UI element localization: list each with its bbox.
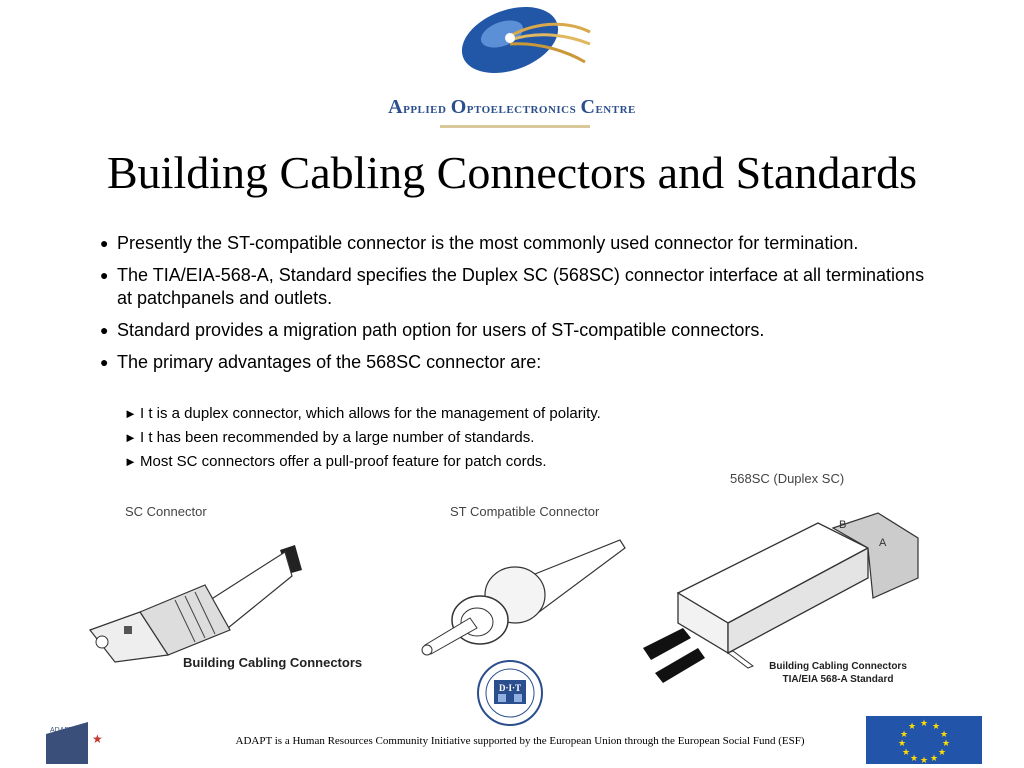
arrow-bullet-icon: ► — [124, 454, 137, 469]
svg-text:★: ★ — [908, 722, 916, 732]
dit-logo-text: D·I·T — [499, 683, 521, 693]
footer-text: ADAPT is a Human Resources Community Ini… — [235, 735, 805, 747]
svg-text:★: ★ — [930, 754, 938, 764]
svg-text:★: ★ — [902, 748, 910, 758]
svg-text:★: ★ — [898, 739, 906, 749]
sc-connector-label: SC Connector — [125, 504, 207, 519]
svg-text:★: ★ — [920, 756, 928, 764]
aoc-logo-icon — [461, 7, 591, 73]
bullet-item: ●Presently the ST-compatible connector i… — [100, 233, 859, 253]
sub-bullet-list: ►I t is a duplex connector, which allows… — [124, 402, 601, 474]
svg-text:★: ★ — [942, 739, 950, 749]
duplex-sc-label: 568SC (Duplex SC) — [730, 471, 845, 486]
sc-connector-illustration — [89, 545, 302, 663]
bullet-item: ●The TIA/EIA-568-A, Standard specifies t… — [100, 265, 925, 308]
svg-text:★: ★ — [938, 748, 946, 758]
duplex-sc-illustration: B A — [643, 512, 919, 683]
svg-text:★: ★ — [932, 722, 940, 732]
dit-crest-logo: D·I·T — [477, 660, 543, 726]
svg-text:★: ★ — [900, 730, 908, 740]
svg-text:ADAPT: ADAPT — [50, 727, 74, 734]
sub-bullet-item: ►Most SC connectors offer a pull-proof f… — [124, 450, 601, 474]
left-figure-caption: Building Cabling Connectors — [183, 655, 363, 670]
bullet-dot-icon: ● — [100, 354, 109, 370]
organization-name: Applied Optoelectronics Centre — [388, 96, 636, 118]
right-figure-caption-1: Building Cabling Connectors — [769, 661, 907, 672]
right-figure-caption-2: TIA/EIA 568-A Standard — [782, 674, 894, 685]
slide-title: Building Cabling Connectors and Standard… — [106, 147, 918, 198]
arrow-bullet-icon: ► — [124, 406, 137, 421]
svg-text:★: ★ — [910, 754, 918, 764]
bullet-list: ●Presently the ST-compatible connector i… — [100, 232, 940, 383]
bullet-dot-icon: ● — [100, 235, 109, 251]
port-a-label: A — [879, 537, 887, 549]
bullet-dot-icon: ● — [100, 267, 109, 283]
bullet-dot-icon: ● — [100, 322, 109, 338]
header-divider — [440, 125, 590, 128]
st-connector-illustration — [421, 539, 626, 656]
svg-text:★: ★ — [940, 730, 948, 740]
sub-bullet-item: ►I t has been recommended by a large num… — [124, 426, 601, 450]
eu-flag-icon: ★ ★ ★ ★ ★ ★ ★ ★ ★ ★ ★ ★ — [866, 716, 982, 764]
svg-text:★: ★ — [920, 719, 928, 729]
adapt-logo: ADAPT — [46, 722, 88, 764]
bullet-item: ●Standard provides a migration path opti… — [100, 320, 765, 340]
arrow-bullet-icon: ► — [124, 430, 137, 445]
bullet-item: ●The primary advantages of the 568SC con… — [100, 352, 542, 372]
port-b-label: B — [839, 519, 846, 531]
star-icon: ★ — [92, 732, 103, 746]
sub-bullet-item: ►I t is a duplex connector, which allows… — [124, 402, 601, 426]
st-connector-label: ST Compatible Connector — [450, 504, 600, 519]
